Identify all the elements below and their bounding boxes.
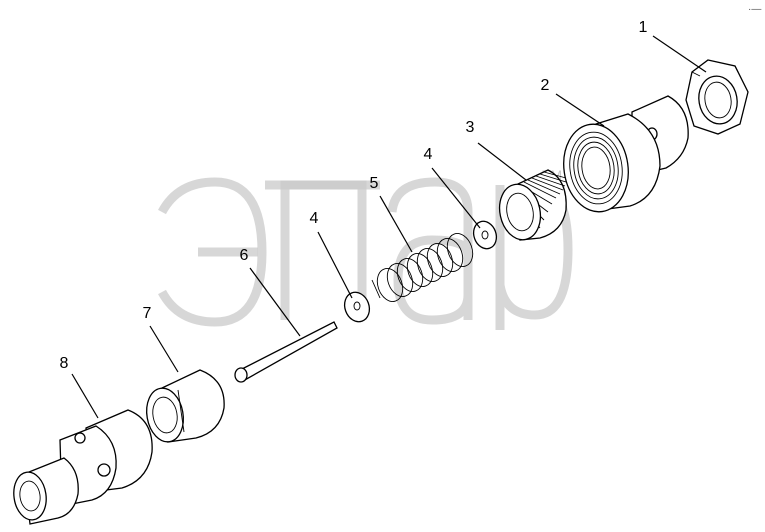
callout-6: 6 <box>240 247 249 264</box>
callout-7: 7 <box>143 305 152 322</box>
callout-3: 3 <box>466 119 475 136</box>
callout-labels: 1 2 3 4 5 4 6 7 8 <box>60 19 648 372</box>
callout-1: 1 <box>639 19 648 36</box>
part-5-spring <box>371 233 474 302</box>
part-1-lock-nut <box>685 59 749 135</box>
part-8-valve-body <box>13 409 153 525</box>
part-4-washer-upper <box>472 220 498 250</box>
corner-mark: ·— <box>748 4 761 15</box>
part-7-sleeve <box>146 369 225 443</box>
callout-5: 5 <box>370 175 379 192</box>
callout-2: 2 <box>541 77 550 94</box>
port-hole-icon <box>97 463 111 477</box>
part-6-pin <box>234 321 338 383</box>
callout-8: 8 <box>60 355 69 372</box>
part-2-housing-cap <box>563 95 689 213</box>
leader-lines <box>71 35 707 419</box>
part-4-washer-lower <box>343 291 371 323</box>
callout-4-lower: 4 <box>310 210 319 227</box>
part-3-threaded-bushing <box>498 169 567 241</box>
port-hole-icon <box>74 432 86 444</box>
callout-4-upper: 4 <box>424 146 433 163</box>
